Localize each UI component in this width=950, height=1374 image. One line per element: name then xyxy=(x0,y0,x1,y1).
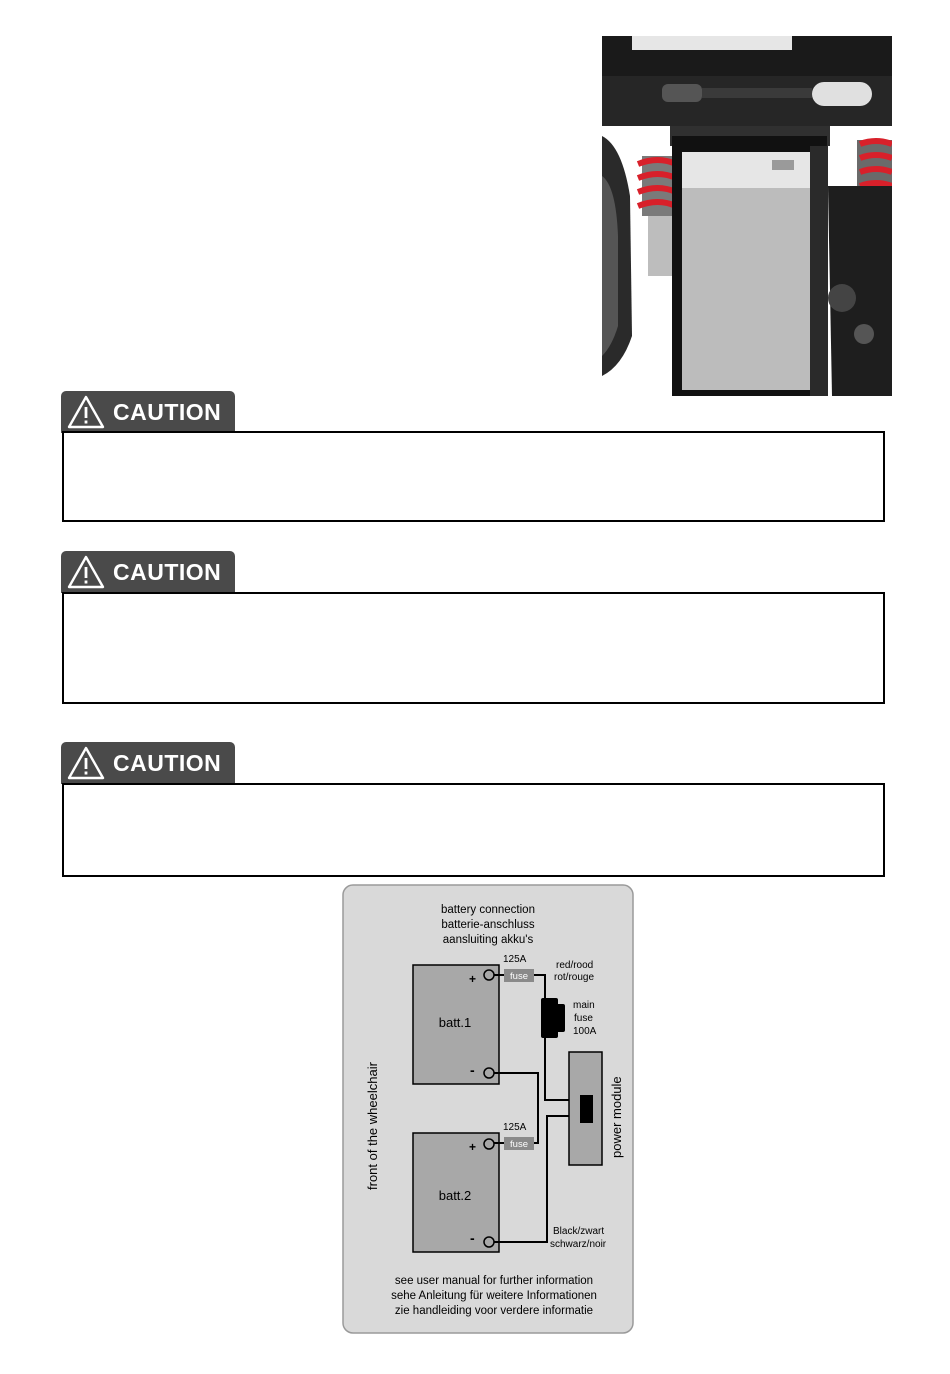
battery-2 xyxy=(412,1132,500,1253)
main-fuse xyxy=(541,998,558,1038)
battery-1-minus: - xyxy=(470,1062,475,1078)
diagram-title-line-2: batterie-anschluss xyxy=(441,919,535,931)
caution-tab-2: CAUTION xyxy=(61,551,235,593)
warning-triangle-icon xyxy=(67,395,105,429)
footer-line-2: sehe Anleitung für weitere Informationen xyxy=(391,1290,597,1302)
caution-label: CAUTION xyxy=(113,558,222,585)
main-fuse-label-2: fuse xyxy=(574,1013,593,1024)
battery-1 xyxy=(412,964,500,1085)
battery-2-label: batt.2 xyxy=(439,1188,472,1203)
warning-triangle-icon xyxy=(67,746,105,780)
battery-2-minus: - xyxy=(470,1230,475,1246)
footer-line-1: see user manual for further information xyxy=(395,1275,593,1287)
fuse-1-label: fuse xyxy=(510,971,528,982)
fuse-2 xyxy=(504,1137,534,1150)
battery-compartment-illustration xyxy=(602,36,892,396)
caution-box-2 xyxy=(62,592,885,704)
caution-label: CAUTION xyxy=(113,398,222,425)
power-module-connector xyxy=(580,1095,593,1123)
caution-box-1 xyxy=(62,431,885,522)
caution-box-3 xyxy=(62,783,885,877)
black-wire-label-2: schwarz/noir xyxy=(550,1239,607,1250)
diagram-title-line-1: battery connection xyxy=(441,904,535,916)
fuse-1 xyxy=(504,969,534,982)
warning-triangle-icon xyxy=(67,555,105,589)
battery-2-plus: + xyxy=(469,1140,476,1154)
caution-label: CAUTION xyxy=(113,749,222,776)
footer-line-3: zie handleiding voor verdere informatie xyxy=(395,1305,593,1317)
main-fuse-label-3: 100A xyxy=(573,1026,597,1037)
fuse-2-rating: 125A xyxy=(503,1122,527,1133)
caution-tab-1: CAUTION xyxy=(61,391,235,433)
caution-tab-3: CAUTION xyxy=(61,742,235,784)
main-fuse-label-1: main xyxy=(573,1000,595,1011)
battery-1-label: batt.1 xyxy=(439,1015,472,1030)
fuse-2-label: fuse xyxy=(510,1139,528,1150)
black-wire-label-1: Black/zwart xyxy=(553,1226,604,1237)
diagram-title-line-3: aansluiting akku's xyxy=(443,934,534,946)
fuse-1-rating: 125A xyxy=(503,954,527,965)
power-module-label: power module xyxy=(609,1076,624,1158)
battery-wiring-diagram: battery connection batterie-anschluss aa… xyxy=(342,884,634,1334)
battery-1-plus: + xyxy=(469,972,476,986)
red-wire-label-1: red/rood xyxy=(556,960,593,971)
front-label: front of the wheelchair xyxy=(365,1061,380,1190)
red-wire-label-2: rot/rouge xyxy=(554,972,594,983)
